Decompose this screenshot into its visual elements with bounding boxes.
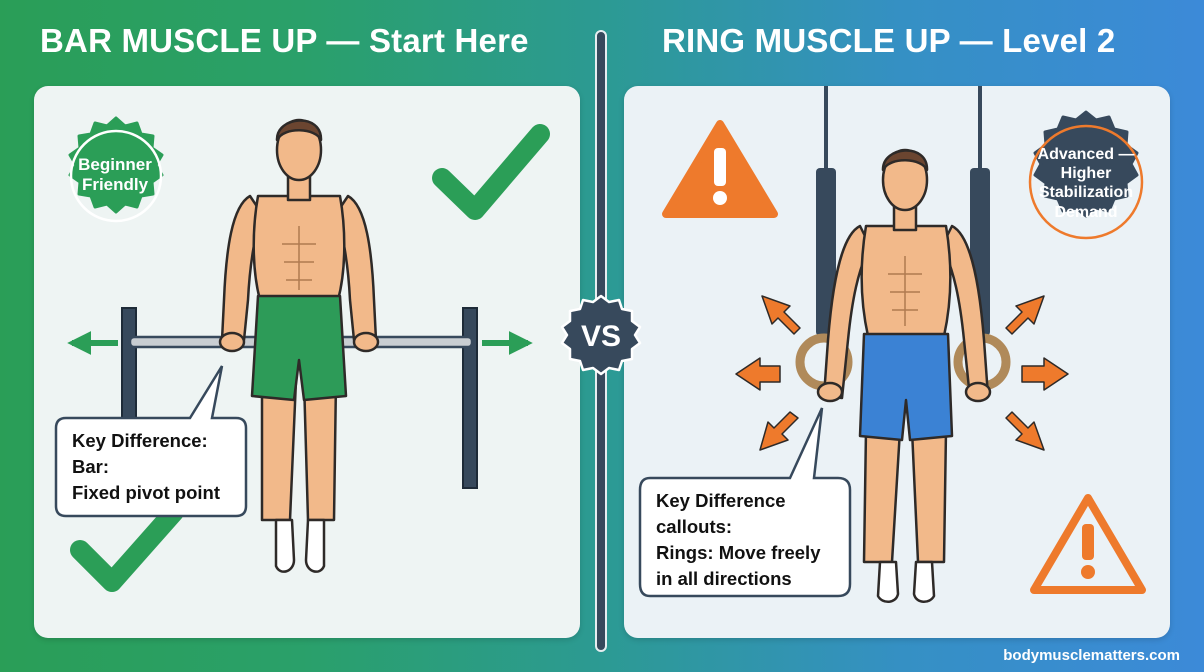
ring-callout-text: Key Difference callouts: Rings: Move fre…	[656, 488, 842, 592]
advanced-badge-label: Advanced — Higher Stabilization Demand	[1037, 146, 1135, 221]
bar-callout-bubble	[54, 365, 248, 518]
ring-title: RING MUSCLE UP — Level 2	[662, 22, 1116, 59]
check-icon	[70, 502, 184, 592]
ring-callout-line: Key Difference	[656, 490, 786, 511]
beginner-badge-label: Beginner Friendly	[78, 155, 152, 195]
bar-callout-line: Fixed pivot point	[72, 482, 220, 503]
bar-upright-right	[462, 307, 478, 489]
vs-badge	[560, 294, 642, 376]
bar-upright-left	[121, 307, 137, 429]
warning-icon	[662, 120, 778, 218]
ring-callout-line: in all directions	[656, 568, 792, 589]
check-icon	[432, 124, 550, 220]
bar-title: BAR MUSCLE UP — Start Here	[40, 22, 529, 59]
vs-label: VS	[580, 320, 622, 353]
ring-callout-line: callouts:	[656, 516, 733, 537]
bar-callout-line: Bar:	[72, 456, 110, 477]
arrow-icon	[735, 295, 1069, 451]
warning-icon	[1030, 494, 1146, 594]
bar-callout-line: Key Difference:	[72, 430, 208, 451]
bar-athlete-abs	[282, 226, 316, 290]
site-watermark: bodymusclematters.com	[1003, 647, 1180, 664]
ring-athlete	[816, 148, 992, 603]
ring-callout-line: Rings: Move freely	[656, 542, 821, 563]
advanced-badge	[1028, 110, 1144, 240]
bar-callout-text: Key Difference: Bar: Fixed pivot point	[72, 428, 242, 506]
ring-callout-bubble	[638, 407, 852, 598]
beginner-badge	[68, 116, 164, 223]
ring-athlete-abs	[888, 256, 922, 326]
